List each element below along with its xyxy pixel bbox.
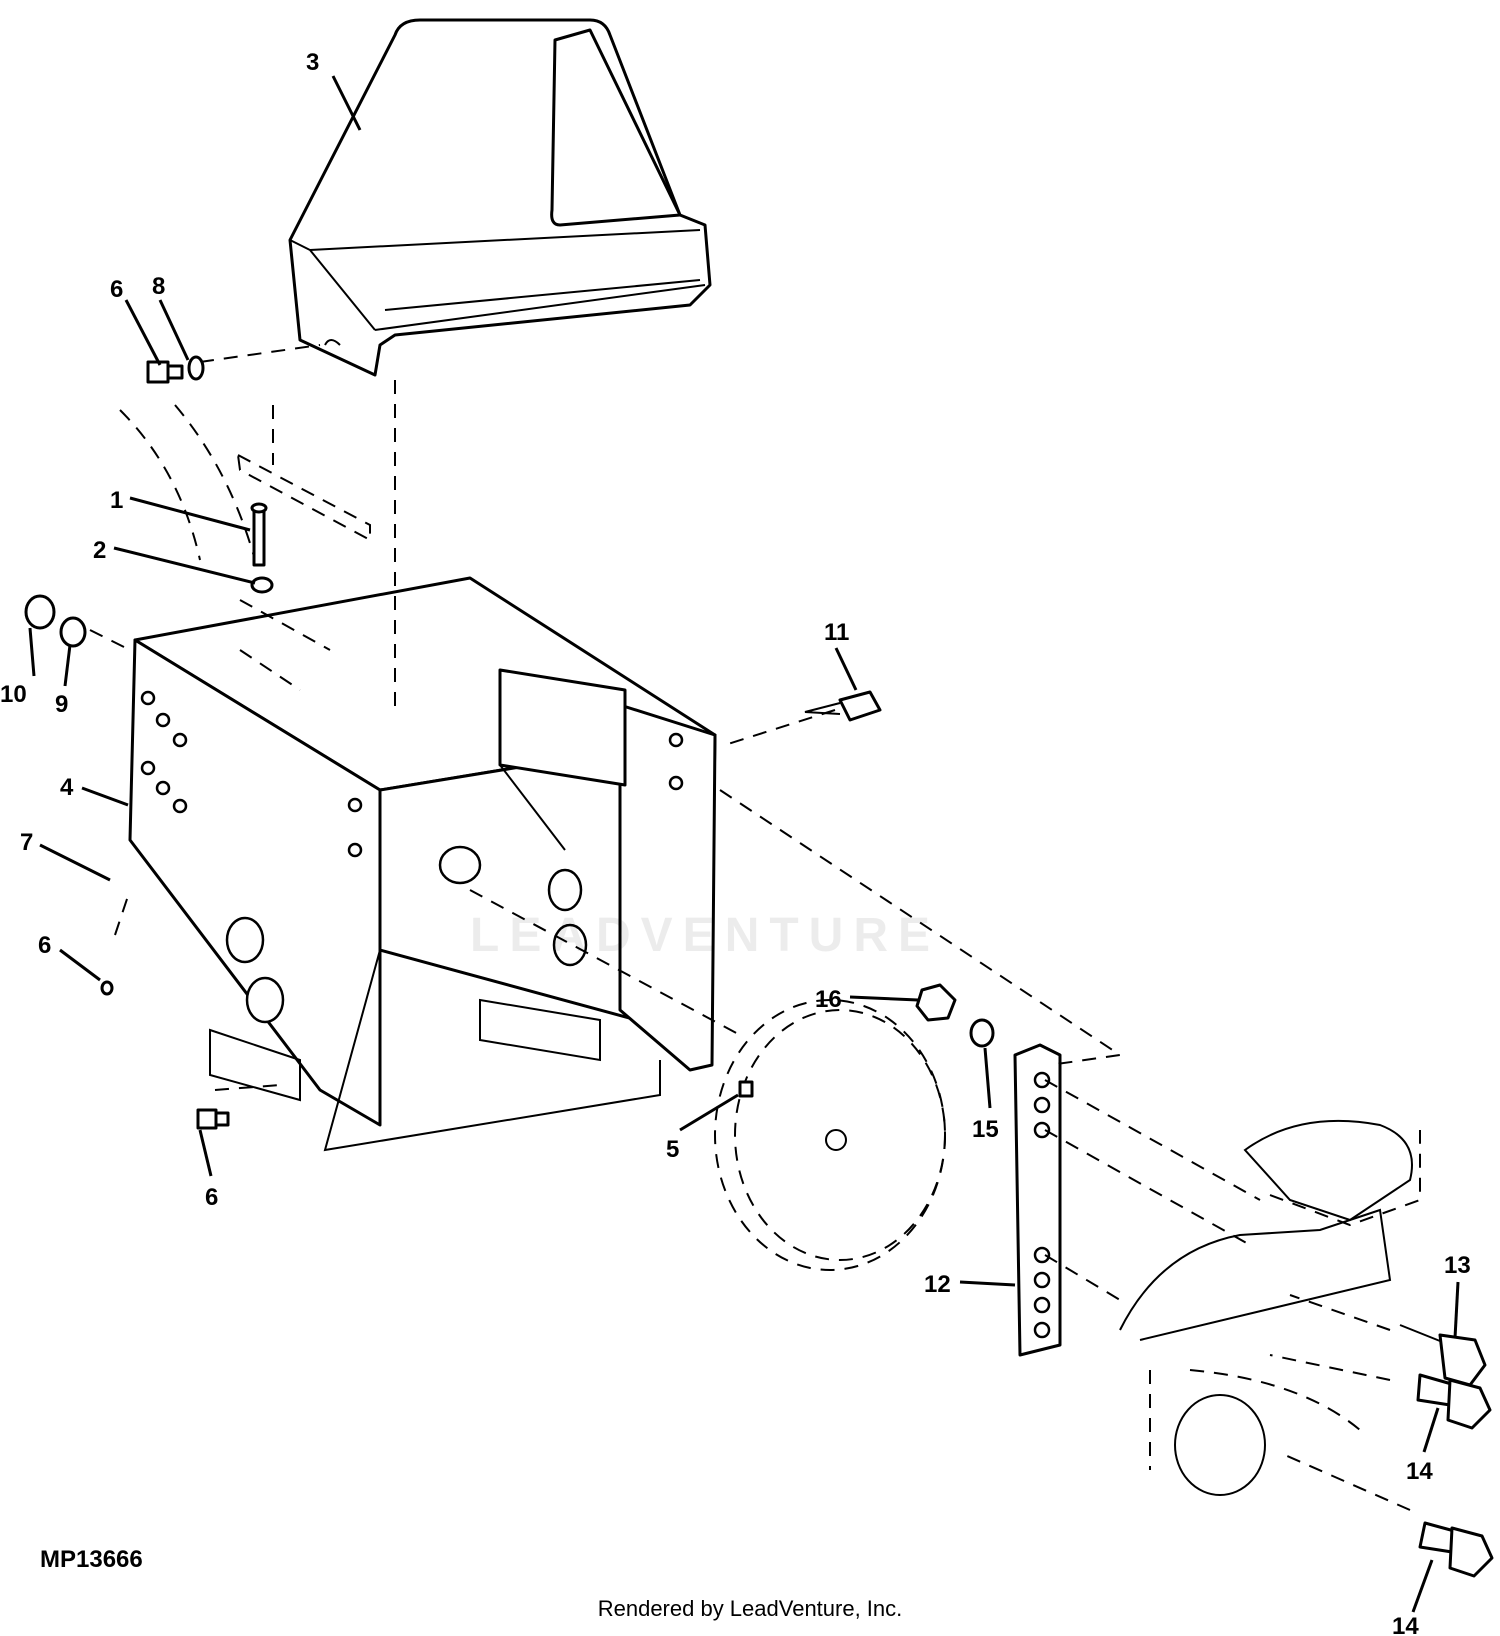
assembly-dashed-lines [89,344,1411,1511]
callout-2: 2 [93,537,106,564]
pulley-disc-outline [714,999,946,1271]
callout-16: 16 [815,986,842,1013]
callout-5: 5 [666,1136,679,1163]
callout-7: 7 [20,829,33,856]
callout-8: 8 [152,273,165,300]
tractor-fender-outline [1119,1119,1421,1496]
callout-15: 15 [972,1116,999,1143]
callout-11: 11 [824,619,849,646]
callout-10: 10 [0,681,27,708]
watermark-text: LEADVENTURE [470,909,941,962]
callout-1: 1 [110,487,123,514]
callout-labels: 1 2 3 4 5 6 6 6 7 8 9 10 11 12 13 14 14 … [0,49,1471,1636]
hardware-parts [24,355,1494,1578]
figure-id: MP13666 [40,1546,143,1573]
leader-lines [28,75,1460,1613]
callout-6-top: 6 [110,276,123,303]
callout-9: 9 [55,691,68,718]
callout-13: 13 [1444,1252,1471,1279]
callout-14-lower: 14 [1392,1613,1419,1636]
callout-12: 12 [924,1271,951,1298]
callout-6-left: 6 [38,932,51,959]
part-3-weight-cover [288,18,712,377]
callout-3: 3 [306,49,319,76]
part-12-bracket [1013,1043,1062,1357]
callout-6-bottom: 6 [205,1184,218,1211]
render-credit: Rendered by LeadVenture, Inc. [597,1596,903,1621]
part-4-frame [128,576,717,1152]
callout-4: 4 [60,774,74,801]
callout-14-upper: 14 [1406,1458,1433,1485]
